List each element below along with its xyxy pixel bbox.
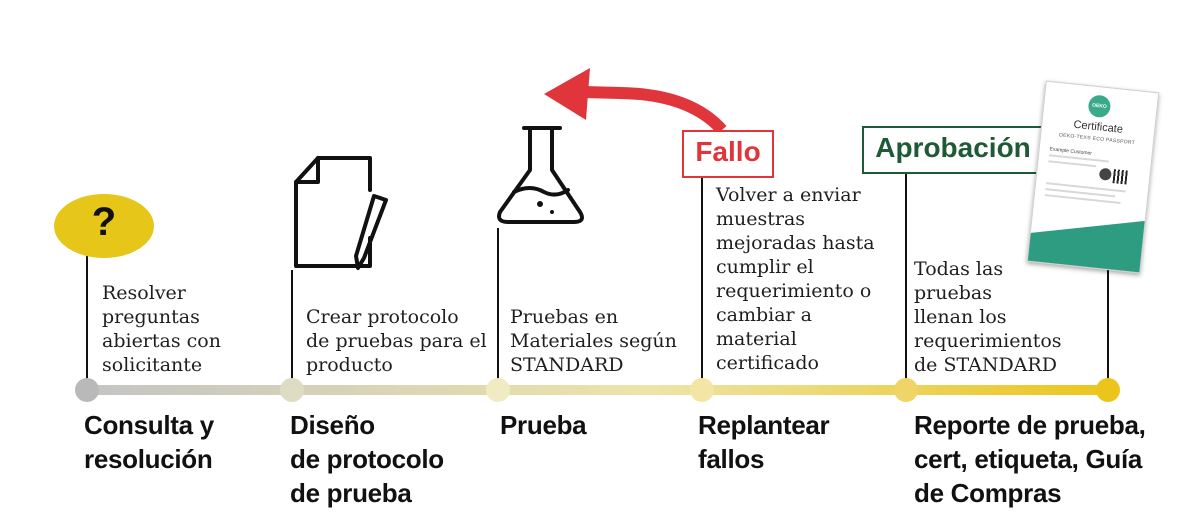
step-description-consulta: Resolver preguntas abiertas con solicita… [102, 282, 221, 376]
certificate-logo: OEKO TEX [1087, 94, 1112, 132]
certificate-document-icon: OEKO TEX Certificate OEKO-TEX® ECO PASSP… [1026, 80, 1160, 274]
timeline-node-reporte [894, 378, 918, 402]
timeline-node-consulta [75, 378, 99, 402]
qr-code-icon [1112, 169, 1128, 185]
step-title-replantear: Replantear fallos [698, 410, 830, 474]
timeline-node-certificado [1096, 378, 1120, 402]
timeline-node-prueba [486, 378, 510, 402]
step-title-reporte: Reporte de prueba, cert, etiqueta, Guía … [914, 410, 1146, 508]
lab-flask-icon [497, 126, 584, 224]
step-title-diseno: Diseño de protocolo de prueba [290, 410, 444, 508]
timeline-node-replantear [690, 378, 714, 402]
step-title-prueba: Prueba [500, 410, 587, 440]
step-title-consulta: Consulta y resolución [84, 410, 214, 474]
document-pen-icon [294, 156, 388, 270]
step-description-diseno: Crear protocolo de pruebas para el produ… [306, 306, 487, 376]
question-bubble [54, 194, 154, 258]
certificate-text-line [1048, 160, 1097, 168]
approval-status-label: Aprobación [862, 126, 1044, 174]
certificate-seal-icon [1098, 167, 1112, 181]
question-mark-icon: ? [91, 200, 117, 244]
step-description-replantear: Volver a enviar muestras mejoradas hasta… [716, 184, 875, 374]
step-description-prueba: Pruebas en Materiales según STANDARD [510, 306, 677, 376]
timeline-node-diseno [280, 378, 304, 402]
return-arrow-icon [544, 68, 727, 135]
step-description-reporte: Todas las pruebas llenan los requerimien… [914, 258, 1062, 376]
timeline-bar [86, 385, 1110, 395]
fail-status-label: Fallo [682, 130, 774, 178]
